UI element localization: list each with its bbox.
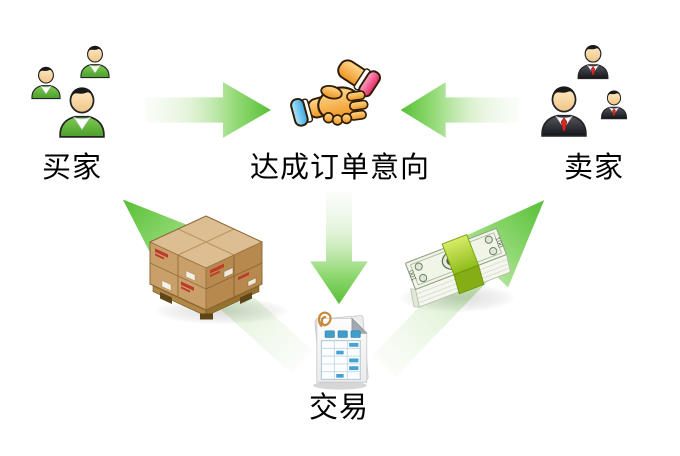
paperclip-icon <box>317 311 332 327</box>
buyer-person-icon <box>59 86 105 138</box>
seller-person-icon <box>577 44 609 80</box>
handshake-icon <box>290 59 381 127</box>
bill-denomination: 100 <box>408 269 419 282</box>
money-stack-icon: 100 100 <box>405 228 511 308</box>
cargo-boxes-pallet-icon <box>149 215 263 320</box>
buyers-group-icon <box>22 38 134 142</box>
seller-person-icon <box>601 90 627 120</box>
bill-denomination: 100 <box>493 236 504 249</box>
transaction-label: 交易 <box>308 392 369 424</box>
order-sheet-icon <box>313 311 369 390</box>
agreement-label: 达成订单意向 <box>249 152 430 184</box>
seller-person-icon <box>541 85 587 137</box>
buyers-label: 买家 <box>41 152 102 184</box>
arrow-buyers-to-agreement <box>145 82 271 138</box>
arrow-agreement-to-transaction <box>310 192 368 305</box>
sellers-group-icon <box>534 38 646 142</box>
sellers-label: 卖家 <box>563 152 624 184</box>
arrow-sellers-to-agreement <box>400 82 519 138</box>
buyer-person-icon <box>80 45 110 79</box>
